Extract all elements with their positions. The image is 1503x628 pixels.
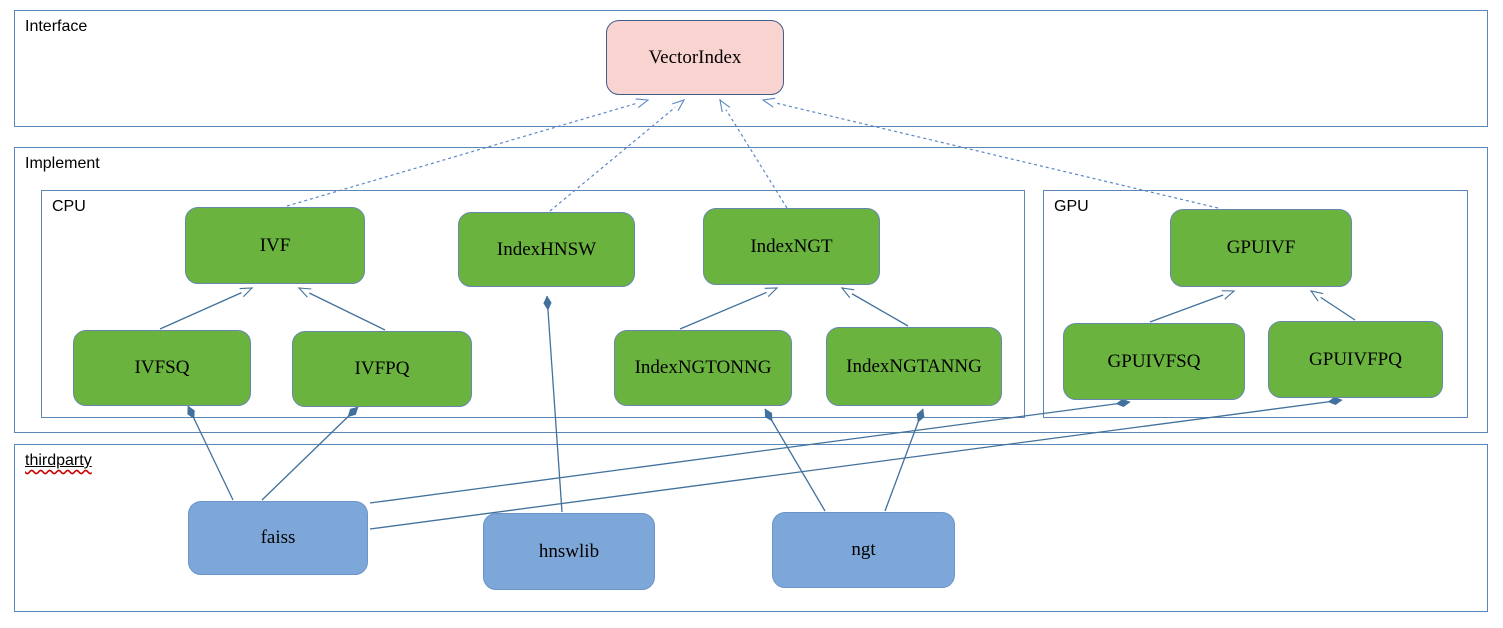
edge-inheritance-indexngtanng-indexngt[interactable]	[840, 287, 909, 327]
edge-composition-indexhnsw-hnswlib[interactable]	[543, 295, 563, 513]
gpu-frame-label: GPU	[1054, 198, 1089, 215]
thirdparty-frame[interactable]: thirdparty	[14, 444, 1488, 612]
edge-inheritance-indexngtonng-indexngt[interactable]	[679, 287, 779, 330]
cpu-frame[interactable]: CPU	[41, 190, 1025, 418]
interface-frame[interactable]: Interface	[14, 10, 1488, 127]
edge-inheritance-ivfpq-ivf[interactable]	[297, 287, 386, 331]
node-indexngt[interactable]: IndexNGT	[703, 208, 880, 285]
edge-inheritance-gpuivfpq-gpuivf[interactable]	[1309, 290, 1356, 321]
node-ivfpq[interactable]: IVFPQ	[292, 331, 472, 407]
edge-composition-indexngtanng-ngt[interactable]	[884, 408, 925, 512]
thirdparty-frame-label: thirdparty	[25, 452, 92, 470]
edge-realization-indexhnsw-vectorindex[interactable]	[549, 99, 686, 212]
node-indexngtanng[interactable]: IndexNGTANNG	[826, 327, 1002, 406]
implement-frame[interactable]: Implement	[14, 147, 1488, 433]
implement-frame-label: Implement	[25, 155, 100, 172]
node-ngt[interactable]: ngt	[772, 512, 955, 588]
cpu-frame-label: CPU	[52, 198, 86, 215]
node-gpuivfpq[interactable]: GPUIVFPQ	[1268, 321, 1443, 398]
edge-composition-gpuivfsq-faiss[interactable]	[369, 398, 1131, 504]
interface-frame-label: Interface	[25, 18, 88, 35]
node-gpuivfsq[interactable]: GPUIVFSQ	[1063, 323, 1245, 400]
gpu-frame[interactable]: GPU	[1043, 190, 1468, 418]
node-ivfsq[interactable]: IVFSQ	[73, 330, 251, 406]
thirdparty-frame-label-text: thirdparty	[25, 452, 92, 469]
node-faiss[interactable]: faiss	[188, 501, 368, 575]
edge-realization-ivf-vectorindex[interactable]	[286, 98, 650, 207]
edge-inheritance-ivfsq-ivf[interactable]	[159, 287, 254, 330]
node-ivf[interactable]: IVF	[185, 207, 365, 284]
edge-composition-gpuivfpq-faiss[interactable]	[369, 396, 1343, 530]
node-hnswlib[interactable]: hnswlib	[483, 513, 655, 590]
node-vectorindex[interactable]: VectorIndex	[606, 20, 784, 95]
edge-composition-ivfsq-faiss[interactable]	[187, 405, 234, 501]
node-indexhnsw[interactable]: IndexHNSW	[458, 212, 635, 287]
edge-composition-indexngtonng-ngt[interactable]	[764, 408, 826, 512]
node-indexngtonng[interactable]: IndexNGTONNG	[614, 330, 792, 406]
node-gpuivf[interactable]: GPUIVF	[1170, 209, 1352, 287]
edge-composition-ivfpq-faiss[interactable]	[261, 406, 359, 501]
edge-inheritance-gpuivfsq-gpuivf[interactable]	[1149, 290, 1236, 323]
